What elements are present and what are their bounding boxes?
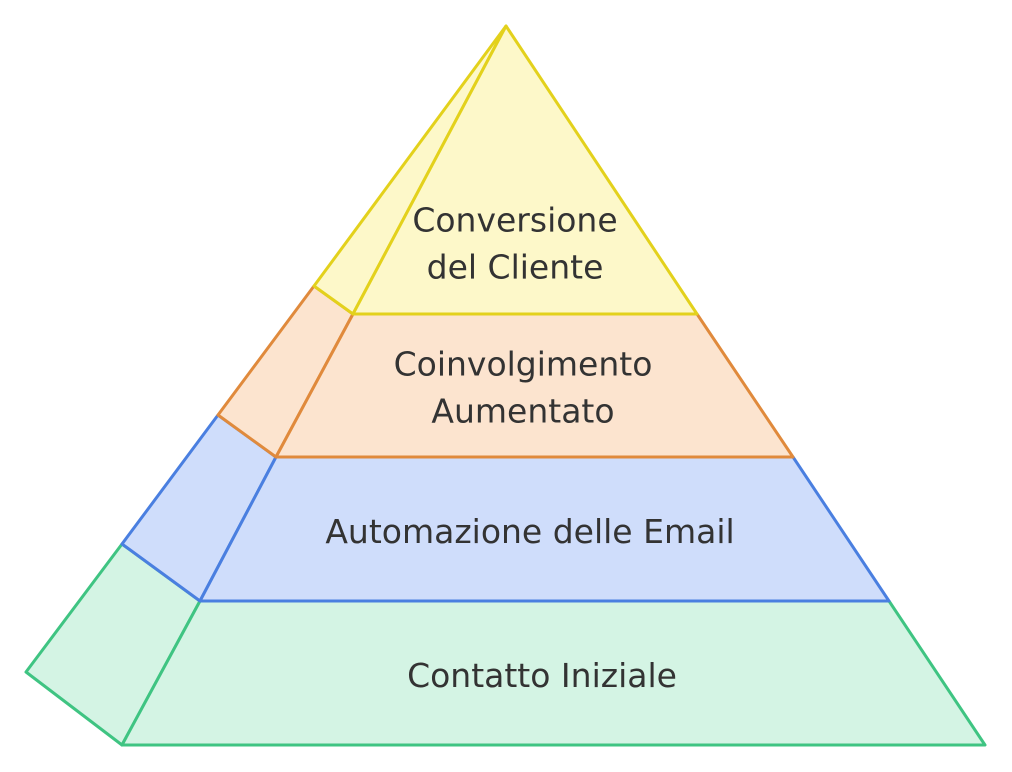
pyramid-level-3: Automazione delle Email bbox=[120, 413, 891, 603]
pyramid-level-4: Contatto Iniziale bbox=[24, 542, 987, 747]
pyramid-level-label-line: del Cliente bbox=[427, 247, 604, 286]
pyramid-level-front-face bbox=[274, 312, 795, 459]
pyramid-level-label-line: Coinvolgimento bbox=[394, 344, 653, 383]
pyramid-level-label: Contatto Iniziale bbox=[407, 656, 677, 695]
pyramid-level-1: Conversione del Cliente bbox=[312, 24, 699, 316]
pyramid-levels: Contatto Iniziale Automazione delle Email… bbox=[24, 24, 987, 747]
pyramid-level-label-line: Conversione bbox=[412, 200, 617, 239]
pyramid-level-label: Automazione delle Email bbox=[325, 512, 734, 551]
pyramid-level-label-line: Contatto Iniziale bbox=[407, 656, 677, 695]
pyramid-level-label-line: Aumentato bbox=[431, 391, 614, 430]
pyramid-level-front-face bbox=[351, 24, 699, 316]
pyramid-level-label-line: Automazione delle Email bbox=[325, 512, 734, 551]
pyramid-level-label: Conversione del Cliente bbox=[412, 200, 617, 286]
